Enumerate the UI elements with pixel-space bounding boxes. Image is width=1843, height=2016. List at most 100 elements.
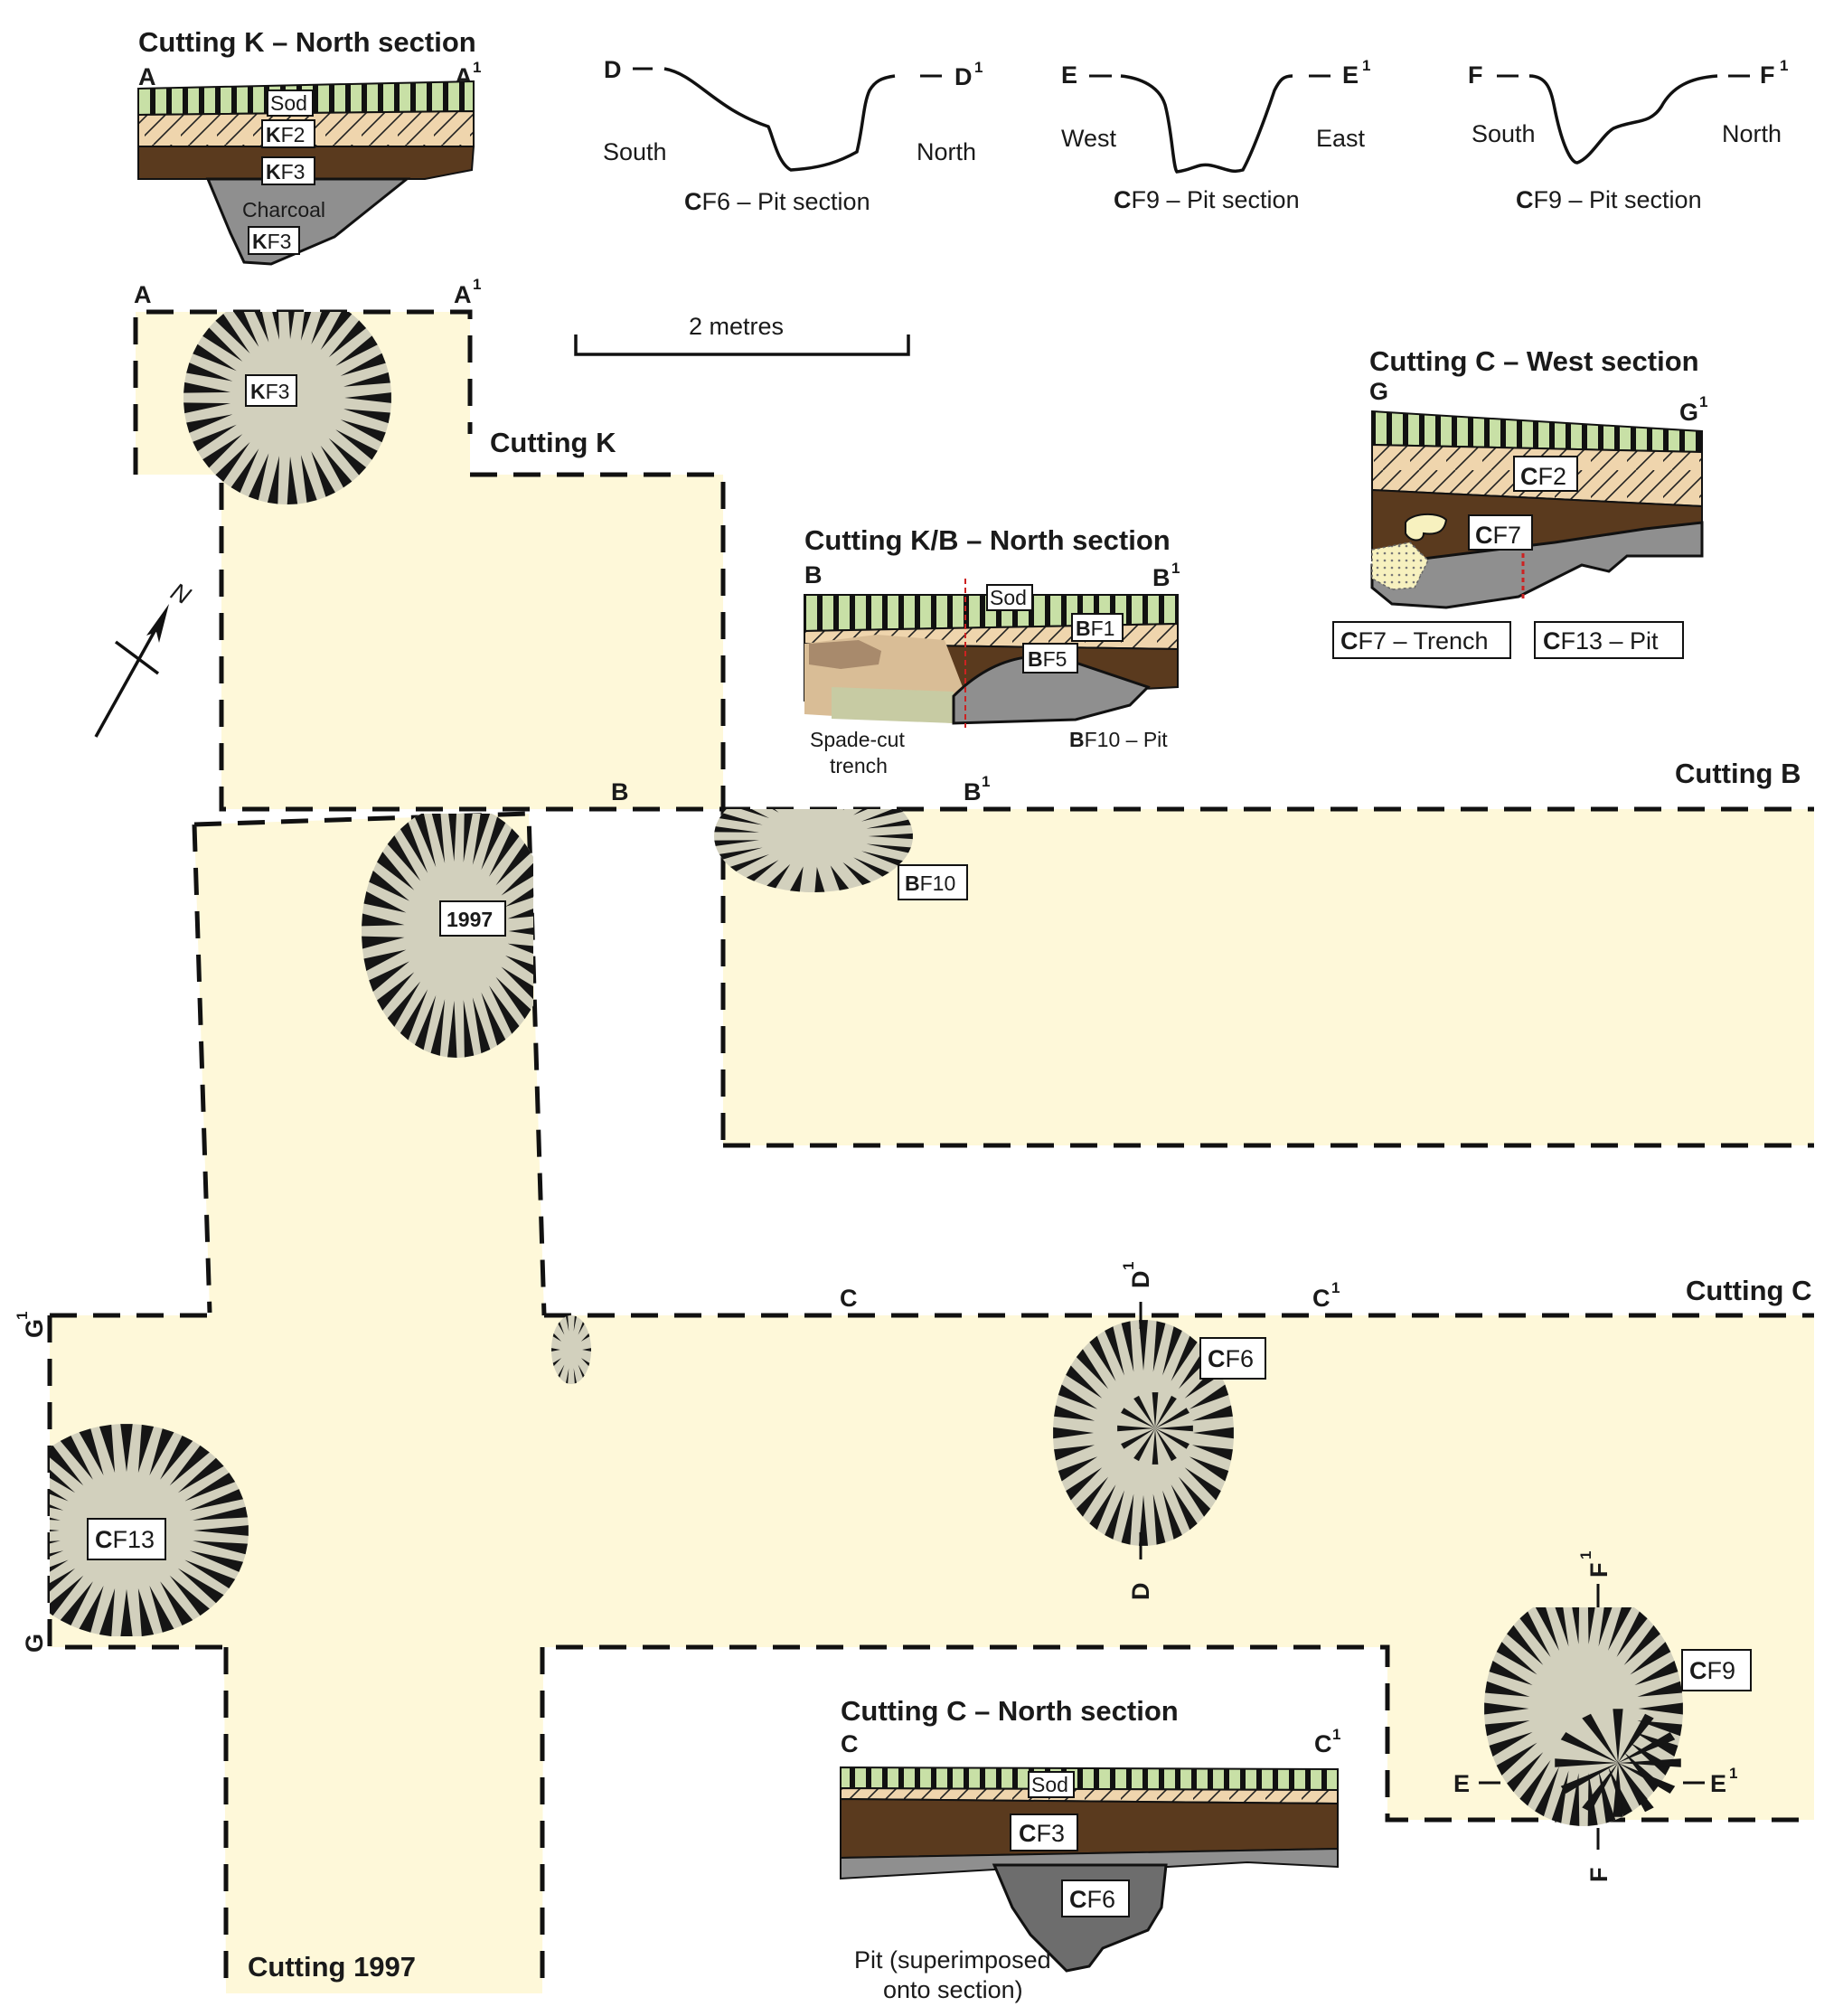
scale-label: 2 metres bbox=[689, 313, 784, 340]
pit-cf6-hachure bbox=[1053, 1427, 1094, 1439]
pit-kf3-hachure bbox=[230, 448, 259, 494]
pit-cf9-hachure bbox=[1637, 1681, 1683, 1697]
pit-cf6-hachure bbox=[1139, 1320, 1148, 1371]
cutting-c-area bbox=[50, 1315, 1814, 1820]
svg-text:CF7 – Trench: CF7 – Trench bbox=[1340, 627, 1489, 655]
pit-cf6-hachure bbox=[1121, 1493, 1134, 1545]
pit-bf10-hachure bbox=[719, 813, 763, 825]
pit-small-hachure bbox=[573, 1315, 577, 1332]
pit-small-hachure bbox=[552, 1333, 562, 1342]
pit-small-hachure bbox=[578, 1364, 585, 1378]
pit-1997-hachure bbox=[501, 862, 533, 896]
pit-1997-hachure bbox=[363, 949, 407, 971]
pit-1997-hachure bbox=[387, 835, 421, 881]
pit-kf3-hachure bbox=[340, 419, 386, 443]
svg-text:C: C bbox=[841, 1730, 859, 1757]
pit-bf10-hachure bbox=[842, 862, 871, 885]
section-c-west-title: Cutting C – West section bbox=[1369, 345, 1699, 377]
pit-cf6-hachure bbox=[1189, 1456, 1229, 1482]
pit-cf9-hachure bbox=[1496, 1642, 1537, 1675]
pit-1997-hachure bbox=[489, 985, 520, 1034]
pit-kf3-hachure bbox=[328, 320, 367, 358]
section-f-profile: F F 1 South North CF9 – Pit section bbox=[1468, 57, 1788, 213]
north-arrow: N bbox=[94, 578, 195, 738]
marker-C1-sup: 1 bbox=[1331, 1279, 1340, 1296]
pit-bf10-hachure bbox=[714, 840, 759, 846]
pit-cf9-inner-hachure bbox=[1618, 1763, 1676, 1795]
pit-bf10-hachure bbox=[772, 809, 779, 813]
pit-cf9-inner-hachure bbox=[1613, 1763, 1623, 1817]
feature-label-kf3: KF3 bbox=[245, 374, 297, 407]
pit-kf3-hachure bbox=[249, 453, 269, 501]
marker-E1-plan: E bbox=[1710, 1770, 1726, 1797]
pit-kf3-hachure bbox=[193, 344, 237, 372]
pit-cf6-hachure bbox=[1152, 1493, 1166, 1545]
pit-cf9-inner-hachure bbox=[1618, 1763, 1654, 1813]
pit-cf6-inner-hachure bbox=[1155, 1395, 1177, 1428]
pit-bf10-hachure bbox=[866, 819, 911, 829]
marker-D1-sup: 1 bbox=[1120, 1262, 1137, 1270]
section-c-west: Cutting C – West section G G 1 CF2 CF7 C… bbox=[1332, 345, 1707, 659]
pit-cf13-hachure bbox=[99, 1587, 116, 1636]
pit-cf13-hachure bbox=[99, 1424, 116, 1474]
pit-cf13-hachure bbox=[50, 1445, 84, 1486]
pit-1997-hachure bbox=[463, 1000, 475, 1058]
pit-cf6-hachure bbox=[1191, 1445, 1233, 1461]
pit-cf13-hachure bbox=[177, 1457, 224, 1493]
pit-1997-hachure bbox=[481, 816, 506, 871]
pit-cf9-hachure bbox=[1634, 1661, 1678, 1686]
pit-small-hachure bbox=[578, 1322, 585, 1335]
pit-cf9-hachure bbox=[1519, 1611, 1551, 1657]
svg-text:CF7: CF7 bbox=[1475, 522, 1521, 549]
pit-cf13-hachure bbox=[193, 1525, 249, 1536]
pit-cf9-hachure bbox=[1623, 1625, 1660, 1665]
pit-cf13-hachure bbox=[79, 1585, 104, 1633]
pit-1997-hachure bbox=[363, 891, 407, 913]
pit-kf3-hachure bbox=[340, 353, 386, 376]
pit-1997-hachure bbox=[414, 994, 437, 1050]
pit-bf10-hachure bbox=[714, 826, 759, 833]
pit-cf6-hachure bbox=[1162, 1326, 1182, 1376]
pit-cf13-hachure bbox=[160, 1581, 193, 1626]
svg-text:Sod: Sod bbox=[990, 586, 1027, 609]
pit-kf3-hachure bbox=[288, 312, 295, 340]
pit-cf13-hachure bbox=[189, 1550, 244, 1572]
marker-B1-sup: 1 bbox=[982, 773, 990, 790]
pit-bf10-hachure bbox=[861, 851, 903, 866]
section-k-north: Cutting K – North section A A 1 Sod KF2 … bbox=[137, 26, 481, 266]
pit-cf9-hachure bbox=[1535, 1607, 1560, 1651]
marker-A-plan: A bbox=[134, 281, 152, 308]
pit-kf3-hachure bbox=[311, 312, 331, 344]
pit-cf13-hachure bbox=[169, 1445, 210, 1486]
pit-1997-hachure bbox=[505, 956, 533, 975]
pit-1997-hachure bbox=[495, 843, 531, 886]
pit-cf9-hachure bbox=[1598, 1607, 1613, 1647]
svg-text:CF6: CF6 bbox=[1069, 1886, 1115, 1913]
pit-cf6-inner-hachure bbox=[1152, 1392, 1159, 1428]
svg-text:BF10 – Pit: BF10 – Pit bbox=[1069, 728, 1168, 751]
pit-1997-hachure bbox=[431, 814, 446, 863]
scale-bar: 2 metres bbox=[574, 313, 910, 356]
pit-cf13-hachure bbox=[177, 1568, 224, 1604]
pit-cf6-hachure bbox=[1105, 1490, 1124, 1540]
pit-cf9-hachure bbox=[1587, 1607, 1595, 1644]
pit-1997-hachure bbox=[414, 814, 437, 868]
pit-kf3-hachure bbox=[300, 455, 317, 503]
svg-text:1: 1 bbox=[1332, 1726, 1340, 1743]
pit-1997-hachure bbox=[400, 989, 428, 1041]
pit-cf13-hachure bbox=[50, 1550, 64, 1557]
pit-cf13-hachure bbox=[50, 1540, 61, 1544]
svg-text:CF13: CF13 bbox=[95, 1526, 155, 1553]
pit-bf10-hachure bbox=[831, 782, 849, 806]
marker-A1-sup: 1 bbox=[473, 276, 481, 293]
pit-cf13-hachure bbox=[50, 1517, 61, 1521]
pit-cf6-hachure bbox=[1189, 1384, 1229, 1409]
section-e-profile: E E 1 West East CF9 – Pit section bbox=[1061, 57, 1370, 213]
pit-cf9-hachure bbox=[1535, 1766, 1560, 1817]
svg-text:West: West bbox=[1061, 125, 1117, 152]
pit-kf3-hachure bbox=[320, 445, 353, 488]
pit-1997-hachure bbox=[463, 814, 473, 862]
pit-small-hachure bbox=[552, 1358, 562, 1367]
svg-text:1: 1 bbox=[974, 59, 983, 76]
